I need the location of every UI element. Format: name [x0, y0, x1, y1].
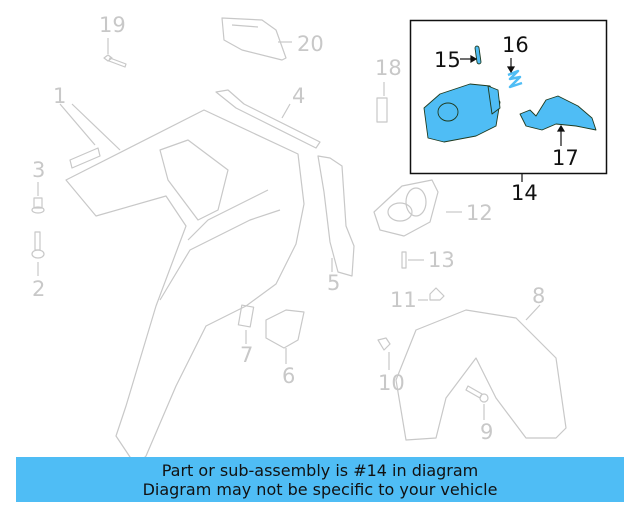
callout-8[interactable]: 8 — [532, 284, 546, 308]
fastener-2-icon — [31, 231, 45, 276]
banner-line-2: Diagram may not be specific to your vehi… — [142, 479, 498, 499]
callout-10[interactable]: 10 — [378, 371, 405, 395]
bolt-19-icon — [103, 38, 127, 68]
screw-9-icon — [465, 385, 489, 420]
callout-16[interactable]: 16 — [502, 33, 529, 57]
molding-1-icon — [59, 103, 121, 169]
callout-3[interactable]: 3 — [32, 158, 46, 182]
bracket-6-icon — [265, 309, 305, 364]
clip-18-icon — [376, 82, 388, 123]
callout-1[interactable]: 1 — [53, 84, 67, 108]
callout-12[interactable]: 12 — [466, 201, 493, 225]
fuel-housing-12-icon — [373, 179, 462, 237]
callout-2[interactable]: 2 — [32, 277, 46, 301]
callout-13[interactable]: 13 — [428, 248, 455, 272]
bracket-20-icon — [221, 17, 292, 61]
spring-16-icon — [507, 69, 523, 89]
callout-7[interactable]: 7 — [240, 343, 254, 367]
clip-11-icon — [418, 287, 445, 301]
wheel-liner-8-icon — [395, 304, 567, 441]
callout-5[interactable]: 5 — [327, 271, 341, 295]
callout-19[interactable]: 19 — [99, 13, 126, 37]
callout-15[interactable]: 15 — [434, 48, 461, 72]
rail-4-icon — [215, 89, 321, 149]
callout-4[interactable]: 4 — [292, 84, 306, 108]
clip-10-icon — [377, 337, 391, 370]
quarter-panel-icon — [65, 109, 305, 467]
hinge-17-icon — [519, 95, 597, 131]
bracket-7-icon — [237, 304, 255, 344]
callout-18[interactable]: 18 — [375, 56, 402, 80]
banner-line-1: Part or sub-assembly is #14 in diagram — [161, 460, 479, 480]
callout-17[interactable]: 17 — [552, 146, 579, 170]
callout-14[interactable]: 14 — [511, 181, 538, 205]
info-banner: Part or sub-assembly is #14 in diagram D… — [16, 457, 624, 502]
callout-20[interactable]: 20 — [297, 32, 324, 56]
fuel-door-housing-icon — [423, 83, 501, 143]
callout-6[interactable]: 6 — [282, 364, 296, 388]
pin-15-icon — [474, 45, 482, 65]
callout-9[interactable]: 9 — [480, 420, 494, 444]
pin-13-icon — [401, 251, 424, 269]
assembly-14-box — [409, 19, 608, 182]
fastener-3-icon — [31, 182, 45, 214]
reinforcement-5-icon — [317, 155, 355, 277]
callout-11[interactable]: 11 — [390, 288, 417, 312]
